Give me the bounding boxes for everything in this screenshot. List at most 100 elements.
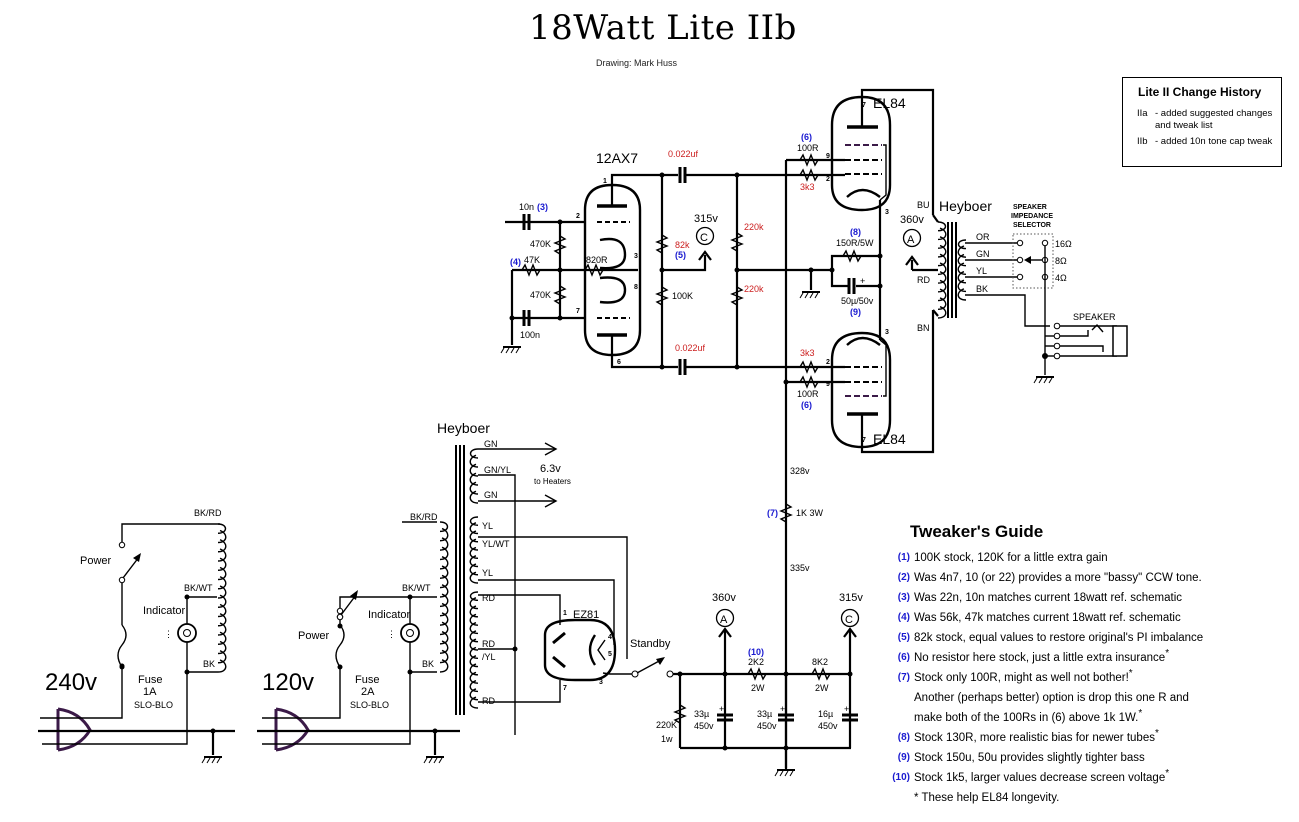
node-c-voltage: 315v — [839, 592, 863, 604]
grid-resistor-top-label: 470K — [530, 239, 551, 249]
guide-item-text: Stock only 100R, might as well not bothe… — [914, 672, 1129, 684]
node-c-voltage: 315v — [694, 213, 718, 225]
pt-tap: GN — [484, 490, 498, 500]
primary-240-coil — [217, 523, 227, 673]
change-history-box: Lite II Change History IIa - added sugge… — [1122, 77, 1282, 167]
bypass-cap-label: 100n — [520, 330, 540, 340]
guide-item-text: Stock 130R, more realistic bias for newe… — [914, 732, 1155, 744]
guide-item-star: * — [1165, 648, 1170, 659]
indicator-240-label: Indicator — [143, 605, 186, 617]
history-entry-key: IIb — [1137, 136, 1148, 147]
guide-item: (3)Was 22n, 10n matches current 18watt r… — [884, 588, 1182, 608]
pin-label: 7 — [862, 437, 866, 444]
node-a-voltage: 360v — [712, 592, 736, 604]
jack-contact[interactable] — [1053, 332, 1061, 340]
standby-switch-label: Standby — [630, 638, 671, 650]
power-switch-240[interactable] — [122, 556, 140, 579]
mains-120-voltage: 120v — [262, 669, 314, 696]
primary-240-tap: BK/WT — [184, 583, 213, 593]
impedance-tap-label: 16Ω — [1055, 239, 1072, 249]
standby-contact[interactable] — [631, 670, 639, 678]
el84-screen-bottom-label: 100R — [797, 389, 819, 399]
rectifier-envelope — [543, 618, 617, 682]
guide-item: (7)Stock only 100R, might as well not bo… — [884, 668, 1133, 688]
plate-resistor-bottom — [655, 286, 669, 306]
svg-text:⋮: ⋮ — [164, 629, 173, 639]
grid-leak-top-label: 220k — [744, 222, 764, 232]
svg-text:+: + — [719, 704, 724, 714]
pin-label: 3 — [599, 679, 603, 686]
fuse-240-type: SLO-BLO — [134, 700, 173, 710]
guide-item-text: Another (perhaps better) option is drop … — [914, 692, 1189, 704]
pt-tap: RD — [482, 639, 495, 649]
output-transformer-label: Heyboer — [939, 198, 992, 214]
selector-contact[interactable] — [1041, 239, 1049, 247]
svg-text:⋮: ⋮ — [387, 629, 396, 639]
el84-screen-bottom-note: (6) — [801, 400, 812, 410]
pin-label: 7 — [862, 102, 866, 109]
jack-contact[interactable] — [1053, 352, 1061, 360]
fuse-120-label: Fuse — [355, 674, 379, 686]
screen-drop-label: 1K 3W — [796, 508, 824, 518]
bias-resistor-note: (8) — [850, 227, 861, 237]
heater-note: to Heaters — [534, 477, 571, 486]
drawing-credit: Drawing: Mark Huss — [596, 58, 678, 68]
selector-contact[interactable] — [1016, 273, 1024, 281]
standby-switch-lever[interactable] — [636, 659, 662, 674]
ot-secondary-tap: OR — [976, 232, 990, 242]
pt-tap: YL — [482, 521, 493, 531]
jack-contact[interactable] — [1053, 322, 1061, 330]
selector-contact[interactable] — [1016, 239, 1024, 247]
indicator-120-label: Indicator — [368, 609, 411, 621]
el84-screen-top-label: 100R — [797, 143, 819, 153]
el84-top-label: EL84 — [873, 95, 906, 111]
guide-item-star: * — [1154, 728, 1159, 739]
screen-resistor-note: (10) — [748, 647, 764, 657]
selector-title: SELECTOR — [1013, 222, 1051, 229]
pt-tap: /YL — [482, 652, 496, 662]
el84-top-envelope — [830, 95, 892, 212]
pt-heater-coil — [469, 448, 479, 504]
screen-resistor-label: 2K2 — [748, 657, 764, 667]
ot-secondary-tap: GN — [976, 249, 990, 259]
coupling-cap-bottom-label: 0.022uf — [675, 343, 706, 353]
guide-item-star: * — [1165, 768, 1170, 779]
pin-label: 9 — [826, 381, 830, 388]
jack-contact[interactable] — [1053, 342, 1061, 350]
screen-drop-note: (7) — [767, 508, 778, 518]
guide-item: (6)No resistor here stock, just a little… — [884, 648, 1169, 668]
pin-label: 3 — [885, 209, 889, 216]
fuse-240-symbol — [117, 624, 127, 668]
pin-label: 8 — [634, 284, 638, 291]
grid-resistor-top — [553, 235, 567, 255]
pin-label: 7 — [563, 685, 567, 692]
indicator-lamp-240 — [177, 623, 197, 643]
history-entry-key: IIa — [1137, 108, 1148, 119]
pin-label: 2 — [826, 176, 830, 183]
standby-contact[interactable] — [666, 670, 674, 678]
node-a-letter: A — [720, 614, 728, 626]
pin-label: 3 — [634, 253, 638, 260]
el84-grid-resistor-top-label: 3k3 — [800, 182, 815, 192]
guide-item-text: 100K stock, 120K for a little extra gain — [914, 552, 1108, 564]
guide-item: (9)Stock 150u, 50u provides slightly tig… — [884, 748, 1145, 768]
node-c-marker — [840, 608, 860, 628]
coupling-cap-top-label: 0.022uf — [668, 149, 699, 159]
guide-item-text: Was 4n7, 10 (or 22) provides a more "bas… — [914, 572, 1202, 584]
guide-item-text: Was 22n, 10n matches current 18watt ref.… — [914, 592, 1183, 604]
impedance-selector-box[interactable] — [1012, 233, 1054, 289]
guide-item-number: (4) — [897, 612, 910, 623]
cathode-resistor — [584, 263, 604, 277]
selector-contact[interactable] — [1016, 256, 1024, 264]
preamp-section: 12AX7 1 2 3 8 7 6 10n (3) 470K 470K — [500, 149, 832, 375]
guide-item-star: * — [1128, 668, 1133, 679]
heater-voltage: 6.3v — [540, 463, 561, 475]
filter-cap-value: 33µ — [694, 709, 709, 719]
pt-tap: GN — [484, 439, 498, 449]
guide-item: (5)82k stock, equal values to restore or… — [884, 628, 1203, 648]
indicator-lamp-120 — [400, 623, 420, 643]
mains-240-voltage: 240v — [45, 669, 97, 696]
input-cap-note: (3) — [537, 202, 548, 212]
bias-cap-note: (9) — [850, 307, 861, 317]
